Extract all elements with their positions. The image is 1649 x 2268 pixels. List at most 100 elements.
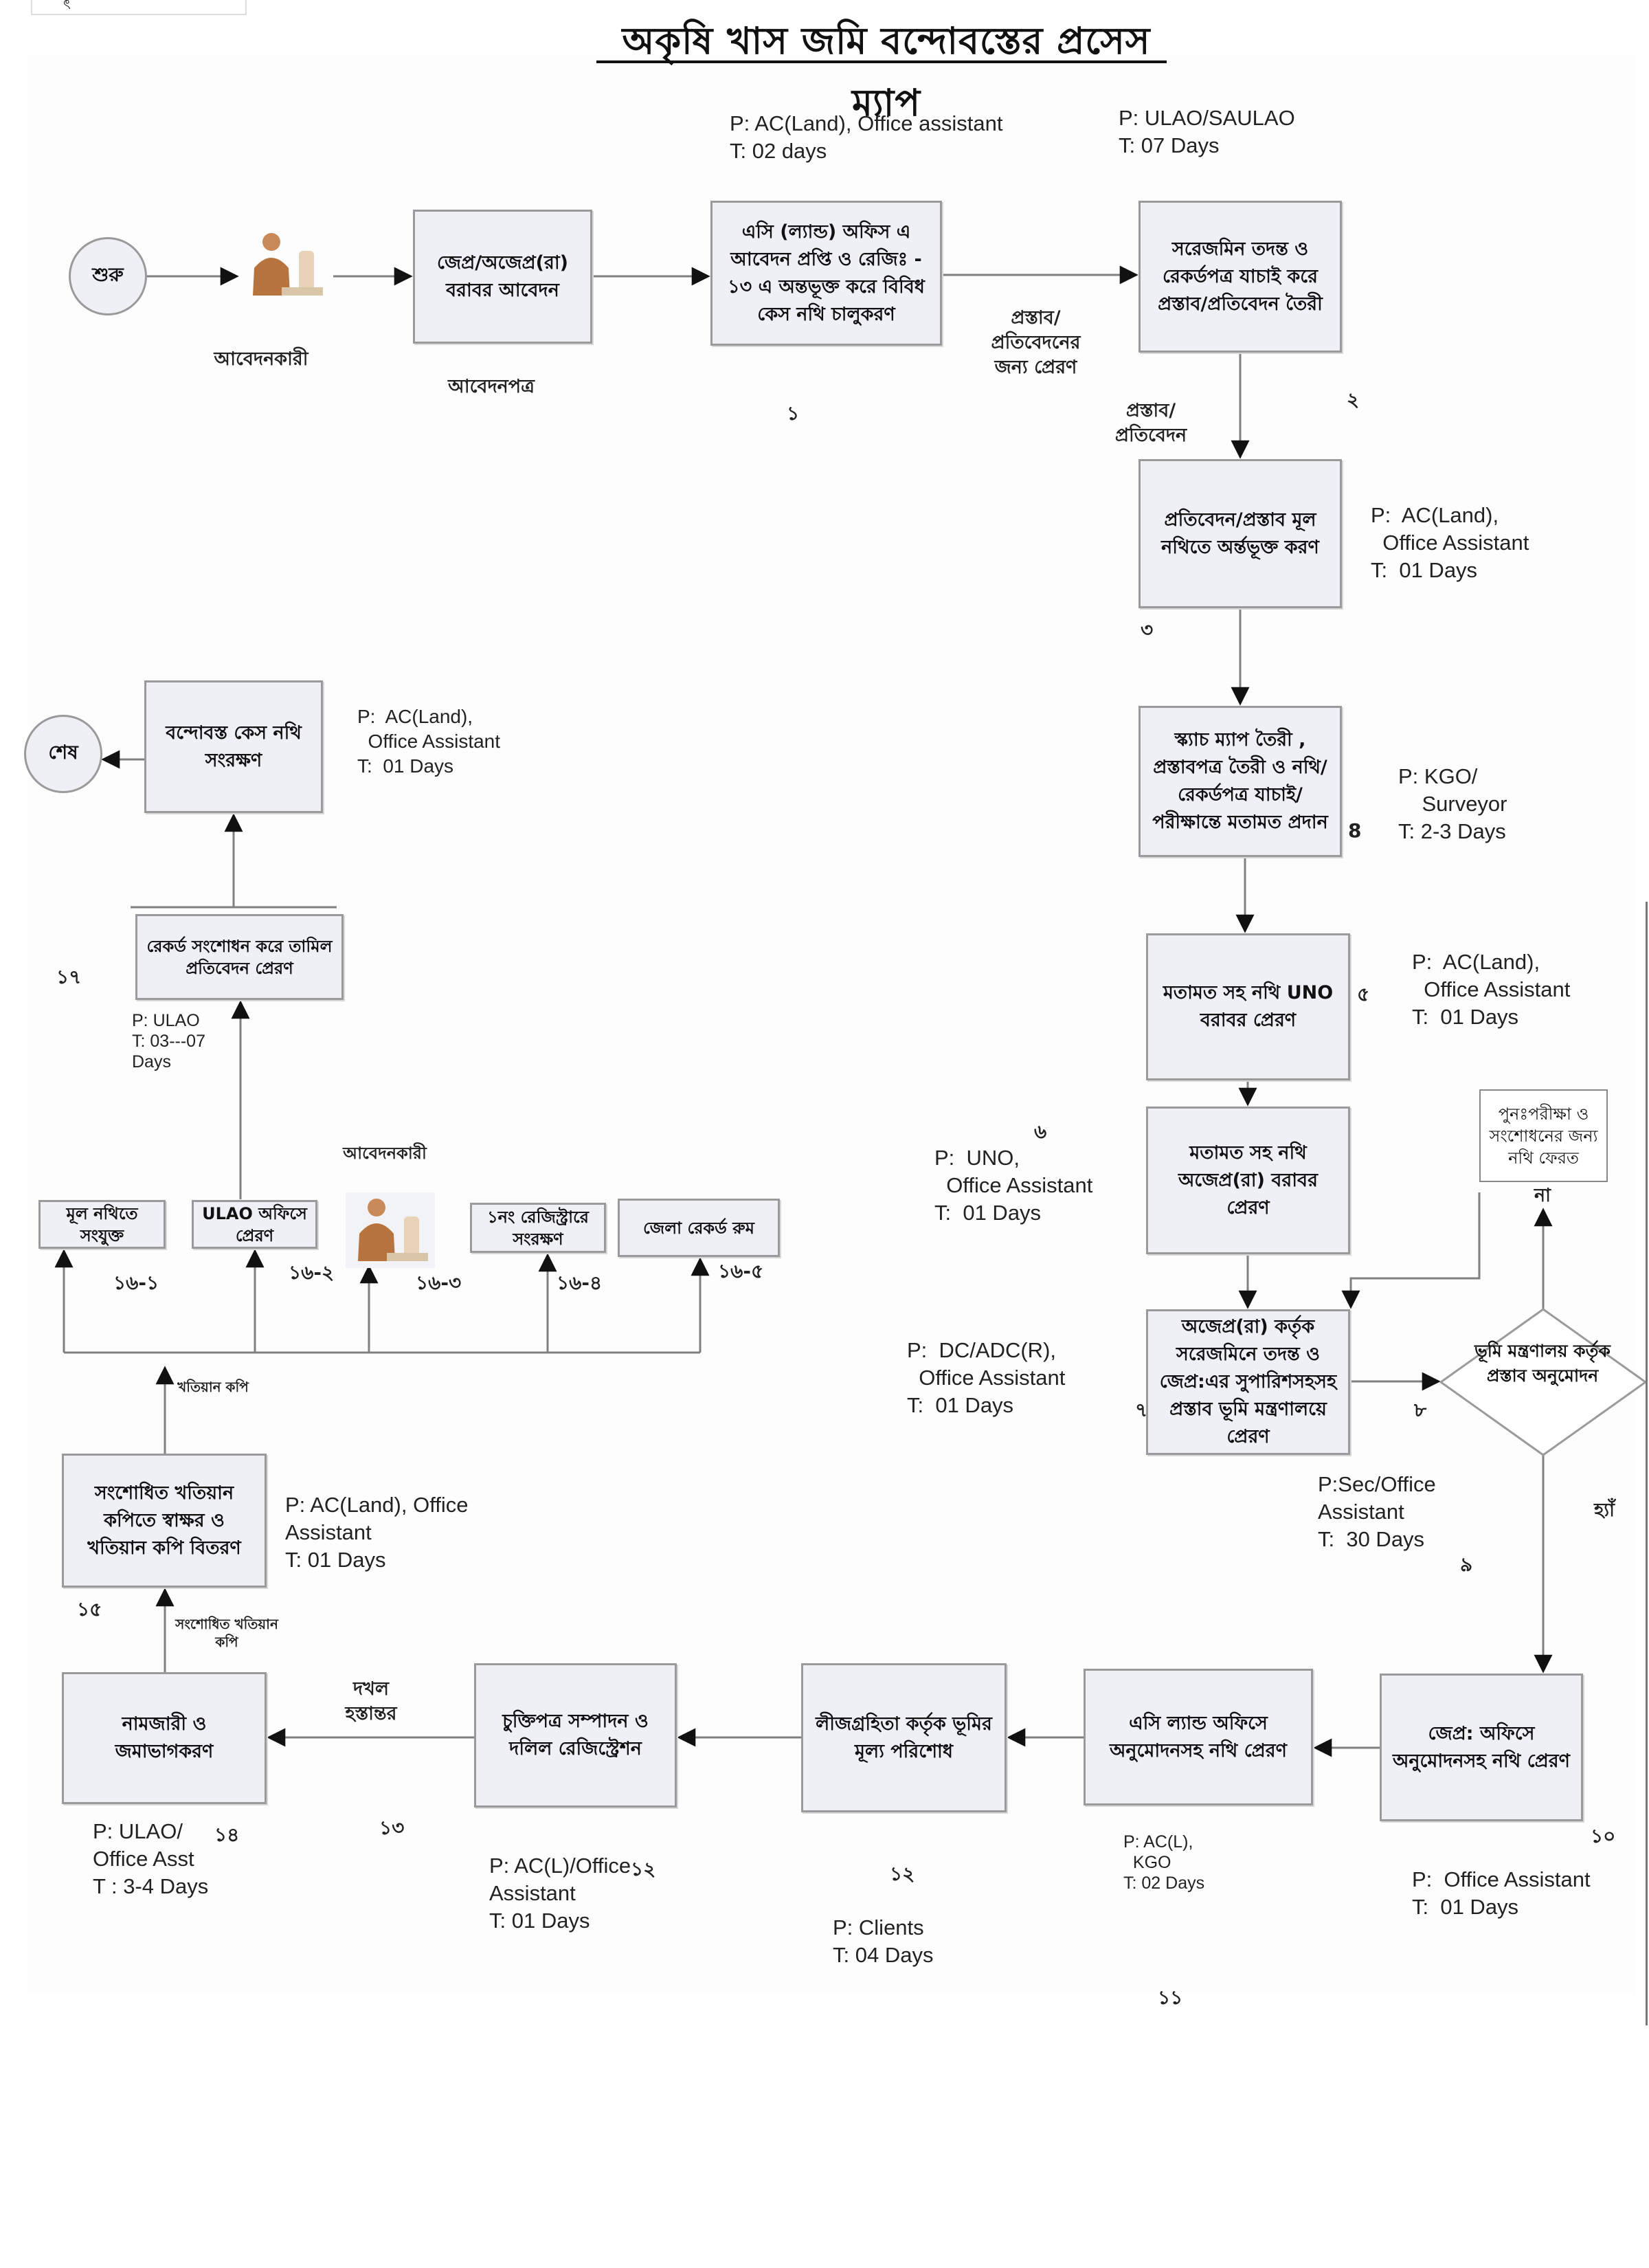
end-node: শেষ bbox=[24, 715, 102, 793]
step-7-number: ৭ bbox=[1135, 1399, 1148, 1421]
step-2-info: P: ULAO/SAULAO T: 07 Days bbox=[1119, 106, 1295, 157]
step-16-2-box: ULAO অফিসে প্রেরণ bbox=[192, 1200, 317, 1249]
step-14-box: নামজারী ও জমাভাগকরণ bbox=[62, 1672, 267, 1804]
step-2-text: সরেজমিন তদন্ত ও রেকর্ডপত্র যাচাই করে প্র… bbox=[1158, 238, 1323, 315]
decision-diamond bbox=[1439, 1308, 1648, 1456]
step-3-box: প্রতিবেদন/প্রস্তাব মূল নথিতে অর্ন্তভূক্ত… bbox=[1138, 459, 1342, 608]
edge-label-yes: হ্যাঁ bbox=[1594, 1500, 1615, 1521]
step-16-5-text: জেলা রেকর্ড রুম bbox=[643, 1218, 754, 1238]
step-14-text: নামজারী ও জমাভাগকরণ bbox=[115, 1713, 214, 1762]
step-8-number: ৮ bbox=[1414, 1399, 1427, 1421]
step-9-number: ৯ bbox=[1460, 1553, 1473, 1576]
step-17-box: রেকর্ড সংশোধন করে তামিল প্রতিবেদন প্রেরণ bbox=[135, 914, 344, 1000]
step-17-text: রেকর্ড সংশোধন করে তামিল প্রতিবেদন প্রেরণ bbox=[146, 936, 333, 978]
step-13-number: ১৩ bbox=[379, 1816, 405, 1839]
step-16-3-label: আবেদনকারী bbox=[343, 1144, 427, 1163]
edge-revision-s7 bbox=[1341, 1192, 1481, 1309]
step-5-box: মতামত সহ নথি UNO বরাবর প্রেরণ bbox=[1146, 933, 1350, 1080]
step-14-number: ১৪ bbox=[214, 1823, 240, 1846]
step-2-box: সরেজমিন তদন্ত ও রেকর্ডপত্র যাচাই করে প্র… bbox=[1138, 201, 1342, 353]
end-label: শেষ bbox=[48, 741, 78, 764]
step-16-2-number: ১৬-২ bbox=[289, 1261, 335, 1284]
person-at-desk-icon bbox=[253, 233, 323, 296]
title-underline bbox=[596, 60, 1167, 63]
final-step-info: P: AC(Land), Office Assistant T: 01 Days bbox=[357, 706, 501, 777]
step-13-inline-number: ১২ bbox=[631, 1858, 656, 1880]
applicant-label: আবেদনকারী bbox=[214, 348, 309, 370]
edge-label-no: না bbox=[1534, 1185, 1551, 1206]
edge-label-proposal-report: প্রস্তাব/ প্রতিবেদন bbox=[1114, 400, 1187, 446]
step-6-text: মতামত সহ নথি অজেপ্র(রা) বরাবর প্রেরণ bbox=[1178, 1142, 1318, 1219]
edge-label-possession: দখল হস্তান্তর bbox=[345, 1678, 397, 1724]
step-10-number: ১০ bbox=[1591, 1825, 1616, 1847]
step-16-4-box: ১নং রেজিস্ট্রারে সংরক্ষণ bbox=[470, 1203, 606, 1253]
step-5-text: মতামত সহ নথি UNO বরাবর প্রেরণ bbox=[1163, 982, 1334, 1031]
application-doc-label: আবেদনপত্র bbox=[448, 376, 535, 397]
step-4-number: 8 bbox=[1348, 819, 1362, 842]
step-13-info: P: AC(L)/Office Assistant T: 01 Days bbox=[489, 1854, 631, 1933]
step-12-box: লীজগ্রহিতা কর্তৃক ভূমির মূল্য পরিশোধ bbox=[801, 1663, 1007, 1812]
final-step-text: বন্দোবস্ত কেস নথি সংরক্ষণ bbox=[166, 722, 302, 771]
step-11-info: P: AC(L), KGO T: 02 Days bbox=[1123, 1832, 1205, 1893]
step-4-text: স্ক্যাচ ম্যাপ তৈরী , প্রস্তাবপত্র তৈরী ও… bbox=[1152, 729, 1328, 833]
step-17-number: ১৭ bbox=[56, 966, 82, 988]
step-15-box: সংশোধিত খতিয়ান কপিতে স্বাক্ষর ও খতিয়ান… bbox=[62, 1454, 267, 1588]
person-at-desk-icon bbox=[346, 1192, 435, 1268]
step-15-text: সংশোধিত খতিয়ান কপিতে স্বাক্ষর ও খতিয়ান… bbox=[87, 1482, 241, 1559]
final-step-box: বন্দোবস্ত কেস নথি সংরক্ষণ bbox=[144, 680, 323, 813]
step-11-text: এসি ল্যান্ড অফিসে অনুমোদনসহ নথি প্রেরণ bbox=[1110, 1712, 1287, 1761]
revision-box: পুনঃপরীক্ষা ও সংশোধনের জন্য নথি ফেরত bbox=[1479, 1089, 1608, 1182]
page-title: অকৃষি খাস জমি বন্দোবস্তের প্রসেস ম্যাপ bbox=[622, 19, 1151, 124]
step-16-3-number: ১৬-৩ bbox=[416, 1271, 462, 1294]
start-node: শুরু bbox=[69, 237, 147, 315]
revision-text: পুনঃপরীক্ষা ও সংশোধনের জন্য নথি ফেরত bbox=[1489, 1104, 1598, 1168]
step-16-5-box: জেলা রেকর্ড রুম bbox=[618, 1199, 780, 1257]
step-16-4-number: ১৬-৪ bbox=[557, 1271, 603, 1294]
step-3-text: প্রতিবেদন/প্রস্তাব মূল নথিতে অর্ন্তভূক্ত… bbox=[1161, 509, 1319, 558]
step-6-info: P: UNO, Office Assistant T: 01 Days bbox=[934, 1146, 1093, 1225]
step-7-text: অজেপ্র(রা) কর্তৃক সরেজমিনে তদন্ত ও জেপ্র… bbox=[1159, 1316, 1337, 1447]
step-13-text: চুক্তিপত্র সম্পাদন ও দলিল রেজিস্ট্রেশন bbox=[502, 1711, 649, 1759]
step-11-number: ১১ bbox=[1158, 1986, 1183, 2009]
step-3-info: P: AC(Land), Office Assistant T: 01 Days bbox=[1371, 503, 1529, 582]
step-16-4-text: ১নং রেজিস্ট্রারে সংরক্ষণ bbox=[487, 1207, 589, 1249]
step-13-box: চুক্তিপত্র সম্পাদন ও দলিল রেজিস্ট্রেশন bbox=[474, 1663, 677, 1808]
step-15-info: P: AC(Land), Office Assistant T: 01 Days bbox=[285, 1493, 469, 1572]
step-10-text: জেপ্র: অফিসে অনুমোদনসহ নথি প্রেরণ bbox=[1393, 1722, 1570, 1772]
step-16-1-number: ১৬-১ bbox=[113, 1271, 159, 1294]
step-17-info: P: ULAO T: 03---07 Days bbox=[132, 1011, 205, 1071]
step-10-box: জেপ্র: অফিসে অনুমোদনসহ নথি প্রেরণ bbox=[1380, 1674, 1583, 1821]
step-16-1-text: মূল নথিতে সংযুক্ত bbox=[66, 1203, 138, 1245]
right-frame-line bbox=[1646, 902, 1648, 2025]
step-16-2-text: ULAO অফিসে প্রেরণ bbox=[202, 1203, 307, 1245]
step-7-info: P: DC/ADC(R), Office Assistant T: 01 Day… bbox=[907, 1338, 1066, 1417]
step-4-box: স্ক্যাচ ম্যাপ তৈরী , প্রস্তাবপত্র তৈরী ও… bbox=[1138, 706, 1342, 857]
step-1-box: এসি (ল্যান্ড) অফিস এ আবেদন প্রপ্তি ও রেজ… bbox=[710, 201, 942, 346]
step-9-info: P:Sec/Office Assistant T: 30 Days bbox=[1318, 1472, 1436, 1551]
step-5-info: P: AC(Land), Office Assistant T: 01 Days bbox=[1412, 950, 1571, 1029]
step-16-5-number: ১৬-৫ bbox=[718, 1260, 764, 1282]
corner-mark: ৎ bbox=[63, 0, 71, 12]
step-apply-box: জেপ্র/অজেপ্র(রা) বরাবর আবেদন bbox=[413, 210, 592, 344]
step-11-box: এসি ল্যান্ড অফিসে অনুমোদনসহ নথি প্রেরণ bbox=[1084, 1669, 1313, 1805]
edge-label-khatian-copy: খতিয়ান কপি bbox=[177, 1379, 249, 1395]
step-12-info: P: Clients T: 04 Days bbox=[833, 1915, 934, 1967]
step-6-number: ৬ bbox=[1034, 1120, 1047, 1143]
step-3-number: ৩ bbox=[1141, 619, 1154, 641]
step-1-text: এসি (ল্যান্ড) অফিস এ আবেদন প্রপ্তি ও রেজ… bbox=[728, 221, 925, 325]
step-10-info: P: Office Assistant T: 01 Days bbox=[1412, 1867, 1591, 1919]
start-label: শুরু bbox=[92, 263, 124, 286]
step-15-number: ১৫ bbox=[77, 1598, 102, 1621]
step-1-number: ১ bbox=[787, 402, 800, 425]
step-7-box: অজেপ্র(রা) কর্তৃক সরেজমিনে তদন্ত ও জেপ্র… bbox=[1146, 1309, 1350, 1455]
edge-label-corrected-khatian: সংশোধিত খতিয়ান কপি bbox=[175, 1616, 278, 1650]
step-6-box: মতামত সহ নথি অজেপ্র(রা) বরাবর প্রেরণ bbox=[1146, 1107, 1350, 1254]
step-1-info: P: AC(Land), Office assistant T: 02 days bbox=[730, 111, 1003, 163]
step-12-text: লীজগ্রহিতা কর্তৃক ভূমির মূল্য পরিশোধ bbox=[816, 1713, 992, 1762]
step-16-1-box: মূল নথিতে সংযুক্ত bbox=[38, 1200, 166, 1249]
corner-frame bbox=[31, 0, 247, 15]
step-12-number: ১২ bbox=[890, 1863, 915, 1885]
step-apply-text: জেপ্র/অজেপ্র(রা) বরাবর আবেদন bbox=[436, 252, 569, 301]
